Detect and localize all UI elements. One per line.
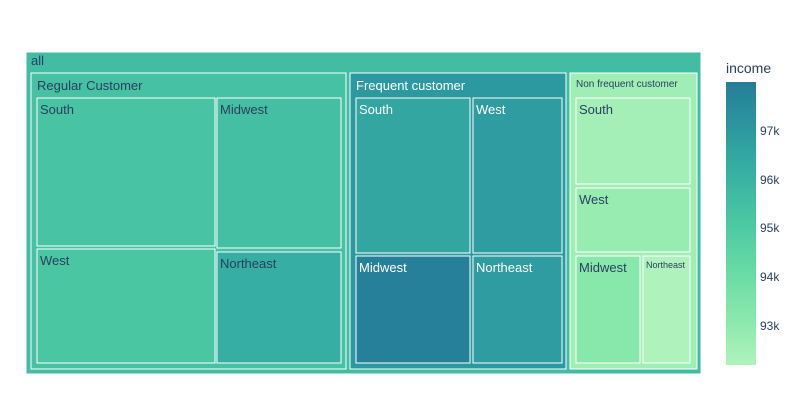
treemap-tile-regular-customer-south[interactable] <box>36 97 216 247</box>
treemap-group-label-regular-customer: Regular Customer <box>37 78 143 93</box>
treemap-tile-label-regular-customer-northeast: Northeast <box>220 256 277 271</box>
treemap-tile-non-frequent-customer-south[interactable] <box>575 97 691 185</box>
treemap-tile-label-non-frequent-customer-northeast: Northeast <box>646 260 686 270</box>
colorbar-tick-label: 93k <box>760 318 780 333</box>
colorbar-tick-label: 95k <box>760 221 780 236</box>
treemap-tile-label-regular-customer-south: South <box>40 102 74 117</box>
treemap-tile-label-non-frequent-customer-west: West <box>579 192 609 207</box>
treemap-tile-label-frequent-customer-midwest: Midwest <box>359 260 407 275</box>
treemap-tile-label-regular-customer-midwest: Midwest <box>220 102 268 117</box>
treemap-tile-frequent-customer-south[interactable] <box>355 97 471 254</box>
colorbar-gradient <box>726 82 756 365</box>
treemap-tile-label-regular-customer-west: West <box>40 253 70 268</box>
treemap-tile-label-frequent-customer-west: West <box>476 102 506 117</box>
treemap-tile-regular-customer-midwest[interactable] <box>216 97 342 249</box>
treemap-group-label-frequent-customer: Frequent customer <box>356 78 466 93</box>
colorbar-tick-label: 96k <box>760 172 780 187</box>
treemap-tile-label-frequent-customer-south: South <box>359 102 393 117</box>
colorbar-tick-label: 97k <box>760 123 780 138</box>
colorbar-tick-label: 94k <box>760 270 780 285</box>
treemap-tile-non-frequent-customer-northeast[interactable] <box>642 255 691 364</box>
treemap-group-label-non-frequent-customer: Non frequent customer <box>576 79 678 90</box>
treemap-tile-regular-customer-northeast[interactable] <box>216 251 342 364</box>
treemap-tile-label-non-frequent-customer-south: South <box>579 102 613 117</box>
treemap-tile-label-non-frequent-customer-midwest: Midwest <box>579 260 627 275</box>
treemap-tile-non-frequent-customer-west[interactable] <box>575 187 691 253</box>
treemap-root-label: all <box>31 53 44 68</box>
treemap-tile-frequent-customer-west[interactable] <box>472 97 563 254</box>
treemap-tile-frequent-customer-northeast[interactable] <box>472 255 563 364</box>
treemap-tile-label-frequent-customer-northeast: Northeast <box>476 260 533 275</box>
treemap-tile-frequent-customer-midwest[interactable] <box>355 255 471 364</box>
colorbar-title: income <box>726 60 772 76</box>
treemap-tile-regular-customer-west[interactable] <box>36 248 216 364</box>
treemap-tile-non-frequent-customer-midwest[interactable] <box>575 255 641 364</box>
